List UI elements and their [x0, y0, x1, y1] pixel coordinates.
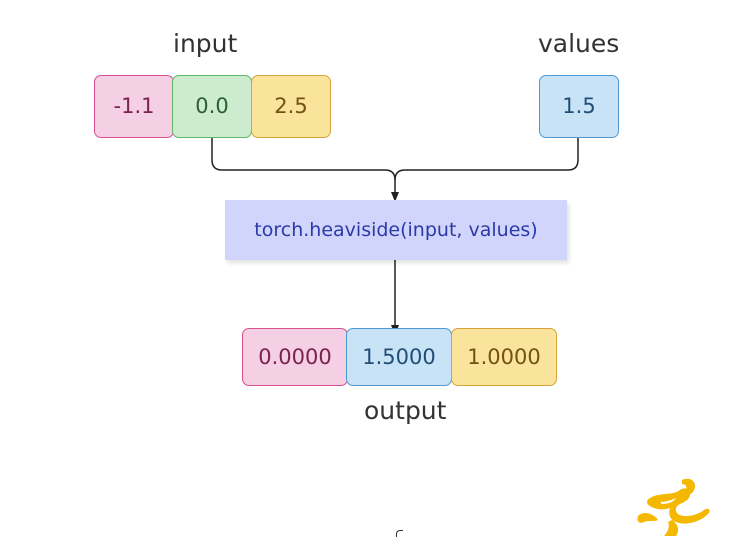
output-cell-1: 1.5000 [346, 328, 452, 386]
dancing-figure-logo-icon [637, 478, 710, 536]
input-cell-2: 2.5 [251, 75, 331, 138]
input-cell-1: 0.0 [172, 75, 252, 138]
connector-values-to-function [394, 138, 579, 181]
output-cell-2: 1.0000 [451, 328, 557, 386]
values-cell-0: 1.5 [539, 75, 619, 138]
input-cell-0: -1.1 [94, 75, 174, 138]
decorative-mark [396, 530, 403, 537]
input-label: input [173, 29, 238, 58]
output-cell-0: 0.0000 [242, 328, 348, 386]
output-label: output [364, 396, 447, 425]
connector-input-to-function [211, 138, 399, 202]
values-label: values [538, 29, 620, 58]
function-box: torch.heaviside(input, values) [225, 200, 567, 260]
